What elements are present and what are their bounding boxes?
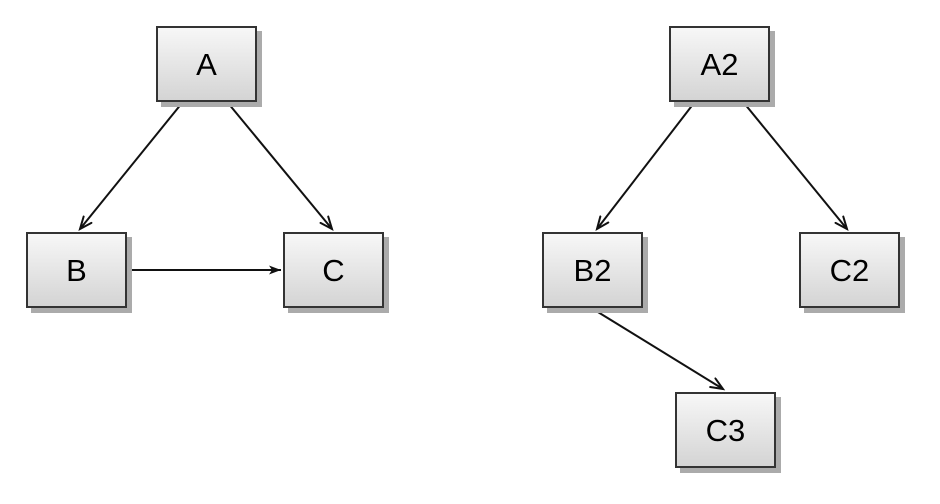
node-label: C xyxy=(322,252,345,288)
node-label: B2 xyxy=(573,252,612,288)
node-label: C3 xyxy=(705,412,746,448)
edge-A2-to-B2 xyxy=(595,102,695,232)
node-B2: B2 xyxy=(542,232,643,308)
edge-A-to-B xyxy=(78,102,183,232)
node-label: A xyxy=(196,46,217,82)
node-B: B xyxy=(26,232,127,308)
node-C3: C3 xyxy=(675,392,776,468)
node-C2: C2 xyxy=(799,232,900,308)
node-A: A xyxy=(156,26,257,102)
edge-A-to-C xyxy=(227,102,334,232)
node-label: B xyxy=(66,252,87,288)
node-label: C2 xyxy=(829,252,870,288)
node-A2: A2 xyxy=(669,26,770,102)
node-C: C xyxy=(283,232,384,308)
node-label: A2 xyxy=(700,46,739,82)
edge-B2-to-C3 xyxy=(592,308,726,391)
edge-A2-to-C2 xyxy=(743,102,849,232)
